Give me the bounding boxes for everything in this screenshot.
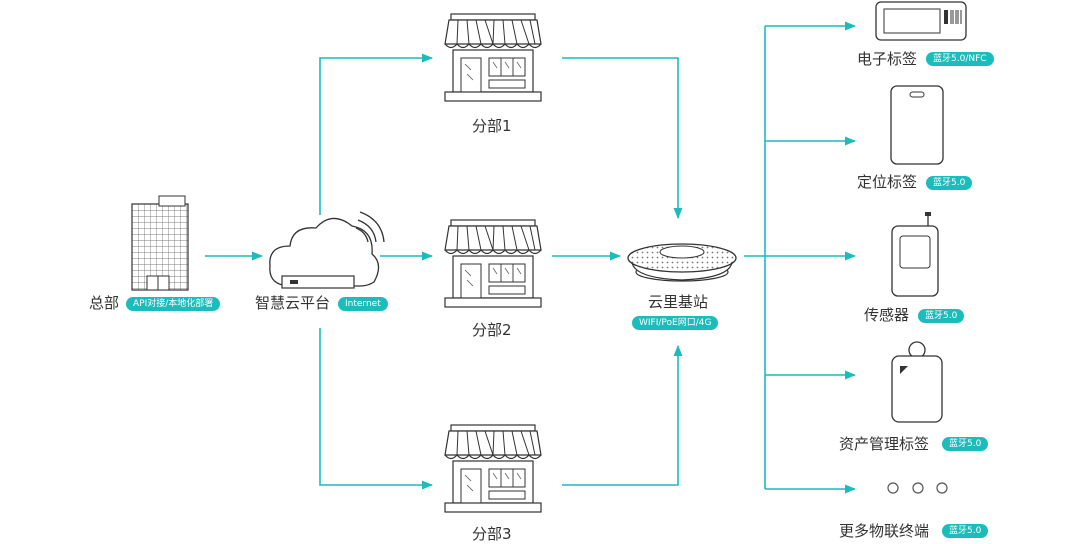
- device-badge: 蓝牙5.0: [918, 309, 965, 323]
- branch2-label: 分部2: [472, 321, 512, 339]
- base-station-badge: WIFI/PoE网口/4G: [632, 316, 719, 330]
- hq-label: 总部: [89, 294, 120, 312]
- storefront-icon: [444, 13, 542, 102]
- device-label: 传感器: [864, 306, 910, 324]
- device-label: 电子标签: [857, 50, 918, 68]
- device-label: 资产管理标签: [839, 435, 930, 453]
- device-badge: 蓝牙5.0: [942, 437, 989, 451]
- base-station-label: 云里基站: [648, 293, 709, 311]
- device-badge: 蓝牙5.0: [942, 524, 989, 538]
- cloud-platform-label: 智慧云平台: [255, 294, 331, 312]
- location-tag-icon: [890, 85, 944, 165]
- branch3-label: 分部3: [472, 525, 512, 543]
- cloud-server-icon: [269, 211, 385, 289]
- asset-tag-icon: [891, 341, 943, 423]
- device-badge: 蓝牙5.0: [926, 176, 973, 190]
- base-station-icon: [627, 243, 737, 282]
- branch1-label: 分部1: [472, 117, 512, 135]
- storefront-icon: [444, 219, 542, 308]
- storefront-icon: [444, 424, 542, 513]
- sensor-device-icon: [891, 212, 939, 297]
- device-label: 更多物联终端: [839, 522, 930, 540]
- e-paper-tag-icon: [875, 1, 967, 41]
- device-label: 定位标签: [857, 173, 918, 191]
- office-building-icon: [131, 195, 189, 291]
- cloud-platform-badge: Internet: [338, 297, 388, 311]
- hq-badge: API对接/本地化部署: [126, 297, 221, 311]
- connector-lines: [205, 21, 857, 494]
- more-dots-icon: [887, 482, 948, 494]
- device-badge: 蓝牙5.0/NFC: [926, 52, 994, 66]
